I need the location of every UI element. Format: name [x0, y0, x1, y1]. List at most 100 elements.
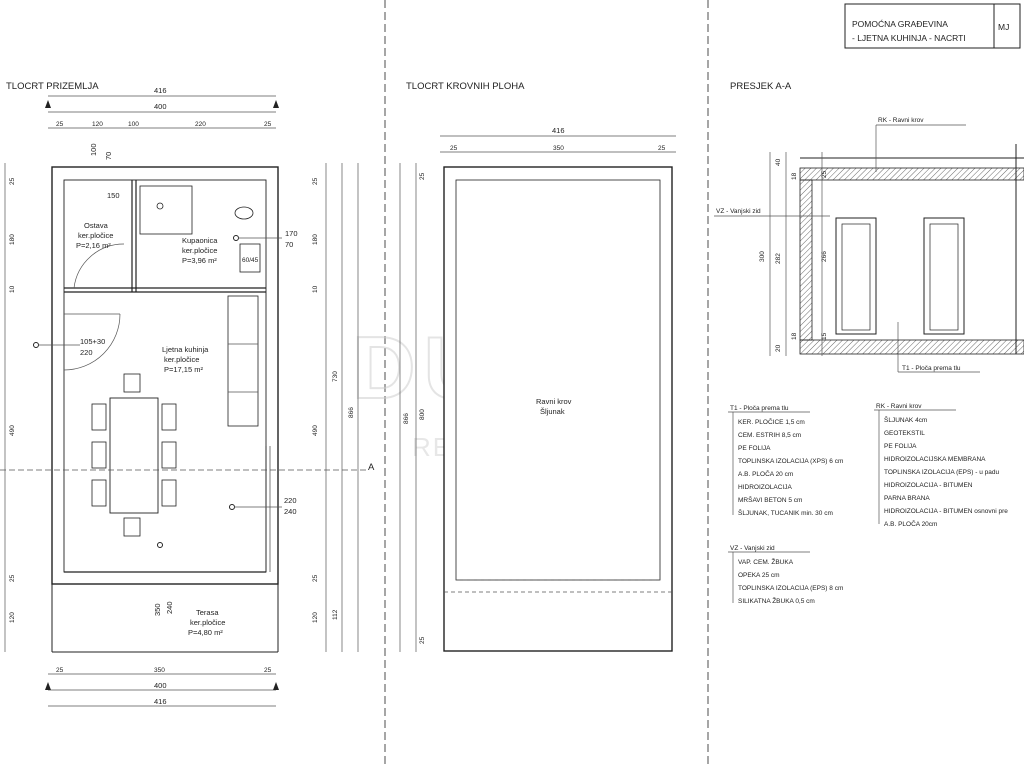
svg-text:180: 180	[9, 234, 16, 245]
dim-d1-w: 70	[104, 152, 113, 160]
svg-text:OPEKA 25 cm: OPEKA 25 cm	[738, 572, 780, 579]
svg-text:TOPLINSKA IZOLACIJA (EPS) - u: TOPLINSKA IZOLACIJA (EPS) - u padu	[884, 469, 1000, 476]
svg-text:ŠLJUNAK 4cm: ŠLJUNAK 4cm	[884, 415, 927, 424]
dim-d1-h: 100	[89, 143, 98, 156]
section-title: PRESJEK A-A	[730, 81, 792, 92]
dim-d4-w: 105+30	[80, 337, 105, 346]
section-a-a: PRESJEK A-A RK - Ravni krov VZ - Vanjski…	[714, 81, 1024, 605]
dim-top-overall: 416	[154, 86, 167, 95]
svg-text:25: 25	[312, 177, 319, 185]
dim-d2: 150	[107, 191, 120, 200]
svg-text:ŠLJUNAK, TUCANIK min. 30 cm: ŠLJUNAK, TUCANIK min. 30 cm	[738, 508, 833, 517]
svg-text:40: 40	[775, 158, 782, 166]
dim-top-p3: 100	[128, 121, 139, 128]
ground-plan-title: TLOCRT PRIZEMLJA	[6, 81, 99, 92]
section-dimensions: 40 300 20 18 282 18 25 266 15	[759, 152, 828, 356]
svg-text:490: 490	[312, 425, 319, 436]
roof-dim-total: 866	[403, 413, 410, 424]
svg-text:RK - Ravni krov: RK - Ravni krov	[876, 403, 922, 410]
roof-dim-overall: 416	[552, 126, 565, 135]
svg-text:282: 282	[775, 253, 782, 264]
roof-plan: TLOCRT KROVNIH PLOHA 416 25 350 25 Ravni…	[399, 81, 676, 652]
section-left-wall	[799, 179, 813, 341]
legend-rk: RK - Ravni krov ŠLJUNAK 4cm GEOTEKSTIL P…	[874, 403, 1008, 528]
svg-text:MRŠAVI BETON 5 cm: MRŠAVI BETON 5 cm	[738, 495, 802, 504]
room-ostava-name: Ostava	[84, 221, 109, 230]
title-code: MJ	[998, 22, 1009, 32]
svg-text:120: 120	[9, 612, 16, 623]
svg-text:25: 25	[419, 636, 426, 644]
dim-right-total: 866	[348, 407, 355, 418]
svg-text:18: 18	[791, 332, 798, 340]
room-kupaonica-name: Kupaonica	[182, 236, 218, 245]
room-ostava-area: P=2,16 m²	[76, 241, 111, 250]
dim-top-p4: 220	[195, 121, 206, 128]
svg-text:180: 180	[312, 234, 319, 245]
wc-dim: 60/45	[242, 257, 259, 264]
roof-label-2: Šljunak	[540, 407, 565, 416]
ground-floor-plan: TLOCRT PRIZEMLJA 416 400 25 120 100 220 …	[0, 81, 375, 707]
room-kuhinja-name: Ljetna kuhinja	[162, 345, 209, 354]
svg-text:VAP. CEM. ŽBUKA: VAP. CEM. ŽBUKA	[738, 557, 794, 566]
dim-right-mid: 730	[332, 371, 339, 382]
section-marker: A	[368, 462, 375, 473]
room-kupaonica-area: P=3,96 m²	[182, 256, 217, 265]
legend-t1: T1 - Ploča prema tlu KER. PLOČICE 1,5 cm…	[728, 405, 843, 517]
room-kuhinja-area: P=17,15 m²	[164, 365, 203, 374]
ground-outer-wall	[51, 166, 279, 585]
svg-text:CEM. ESTRIH 8,5 cm: CEM. ESTRIH 8,5 cm	[738, 432, 801, 439]
svg-text:25: 25	[264, 667, 272, 674]
tag-roof: RK - Ravni krov	[878, 117, 924, 124]
svg-text:300: 300	[759, 251, 766, 262]
room-terasa-name: Terasa	[196, 608, 219, 617]
dim-bottom-overall: 416	[154, 697, 167, 706]
legend-vz: VZ - Vanjski zid VAP. CEM. ŽBUKA OPEKA 2…	[728, 545, 843, 605]
room-terasa: Terasa ker.pločice P=4,80 m²	[188, 608, 225, 637]
svg-text:350: 350	[553, 145, 564, 152]
svg-text:PARNA BRANA: PARNA BRANA	[884, 495, 930, 502]
room-kupaonica: Kupaonica ker.pločice P=3,96 m²	[182, 236, 218, 265]
svg-text:HIDROIZOLACIJA - BITUMEN: HIDROIZOLACIJA - BITUMEN	[884, 482, 973, 489]
svg-text:A.B. PLOČA 20 cm: A.B. PLOČA 20 cm	[738, 469, 793, 478]
svg-text:25: 25	[56, 667, 64, 674]
dim-d4-h: 220	[80, 348, 93, 357]
svg-text:266: 266	[821, 251, 828, 262]
roof-outline	[443, 166, 673, 652]
svg-text:KER. PLOČICE 1,5 cm: KER. PLOČICE 1,5 cm	[738, 417, 805, 426]
dim-d3-h: 70	[285, 240, 293, 249]
svg-text:HIDROIZOLACIJSKA MEMBRANA: HIDROIZOLACIJSKA MEMBRANA	[884, 456, 986, 463]
svg-text:490: 490	[9, 425, 16, 436]
roof-plan-title: TLOCRT KROVNIH PLOHA	[406, 81, 525, 92]
title-line-1: POMOĆNA GRAĐEVINA	[852, 19, 948, 29]
title-line-2: - LJETNA KUHINJA - NACRTI	[852, 33, 966, 43]
svg-text:25: 25	[821, 170, 828, 178]
svg-text:HIDROIZOLACIJA: HIDROIZOLACIJA	[738, 484, 792, 491]
svg-text:18: 18	[791, 172, 798, 180]
svg-text:TOPLINSKA IZOLACIJA (EPS) 8 cm: TOPLINSKA IZOLACIJA (EPS) 8 cm	[738, 585, 843, 592]
room-kupaonica-floor: ker.pločice	[182, 246, 217, 255]
svg-text:T1 - Ploča prema tlu: T1 - Ploča prema tlu	[730, 405, 789, 412]
roof-dim-mid: 800	[419, 409, 426, 420]
svg-text:25: 25	[312, 574, 319, 582]
svg-text:A.B. PLOČA 20cm: A.B. PLOČA 20cm	[884, 519, 937, 528]
right-dimensions: 25 180 10 490 25 120 730 112 866	[312, 163, 359, 652]
svg-text:25: 25	[450, 145, 458, 152]
left-dimensions: 25 180 10 490 25 120	[4, 163, 16, 652]
svg-text:HIDROIZOLACIJA - BITUMEN osnov: HIDROIZOLACIJA - BITUMEN osnovni pre	[884, 508, 1008, 515]
svg-text:25: 25	[658, 145, 666, 152]
room-ljetna-kuhinja: Ljetna kuhinja ker.pločice P=17,15 m²	[162, 345, 209, 374]
svg-text:GEOTEKSTIL: GEOTEKSTIL	[884, 430, 925, 437]
dim-d3-w: 170	[285, 229, 298, 238]
section-floor-slab	[799, 339, 1024, 355]
svg-text:20: 20	[775, 344, 782, 352]
dim-right-extra: 112	[332, 609, 339, 620]
dim-top-p1: 25	[56, 121, 64, 128]
roof-label-1: Ravni krov	[536, 397, 572, 406]
room-kuhinja-floor: ker.pločice	[164, 355, 199, 364]
svg-text:VZ - Vanjski zid: VZ - Vanjski zid	[730, 545, 775, 552]
svg-text:350: 350	[154, 667, 165, 674]
section-roof-slab	[799, 167, 1024, 181]
room-terasa-area: P=4,80 m²	[188, 628, 223, 637]
dim-d5-h: 240	[284, 507, 297, 516]
